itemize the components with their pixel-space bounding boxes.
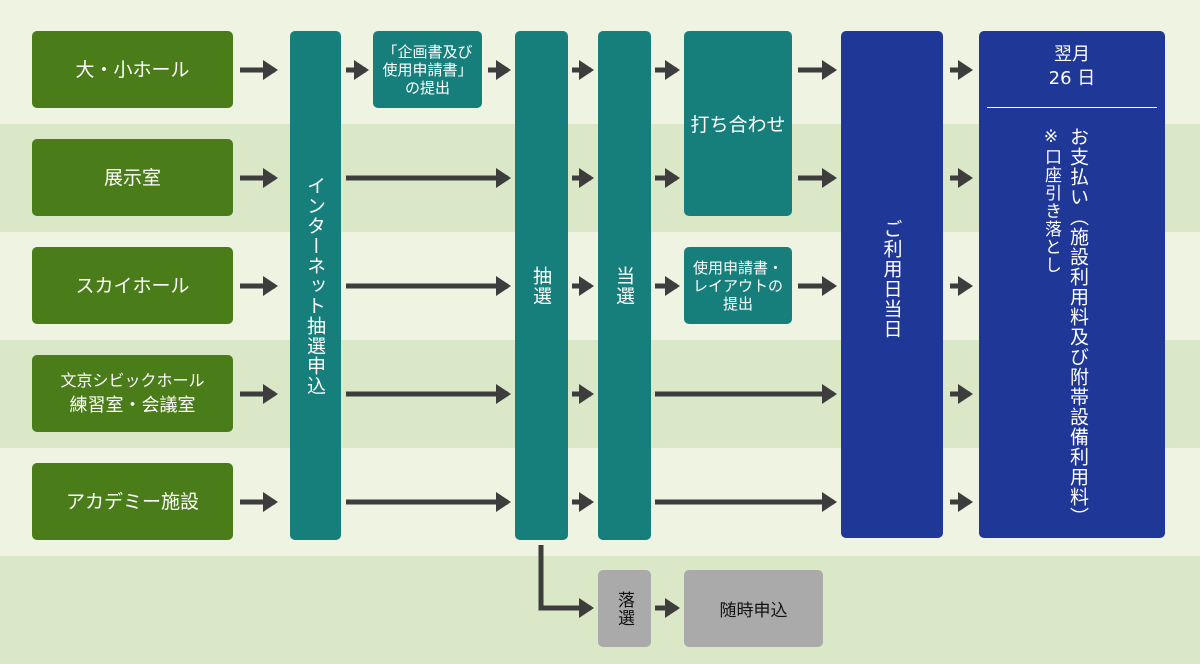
facility-label: 文京シビックホール: [60, 370, 205, 390]
facility-label: 練習室・会議室: [69, 394, 196, 416]
plan-doc-line: 「企画書及び: [382, 42, 473, 61]
plan-doc-line: 使用申請書」: [382, 60, 473, 79]
lost-label: 落選: [614, 590, 634, 627]
layout-doc-submission: 使用申請書・ レイアウトの 提出: [684, 247, 792, 324]
internet-lottery-apply: インターネット抽選申込: [290, 31, 341, 540]
internet-lottery-label: インターネット抽選申込: [304, 175, 326, 396]
lost: 落選: [598, 570, 651, 647]
facility-label: 展示室: [103, 166, 161, 189]
meeting: 打ち合わせ: [684, 31, 792, 216]
facility-sky-hall: スカイホール: [32, 247, 233, 324]
usage-day-label: ご利用日当日: [880, 219, 903, 339]
layout-doc-line: 提出: [722, 294, 753, 313]
layout-doc-line: 使用申請書・: [692, 258, 783, 277]
meeting-label: 打ち合わせ: [690, 114, 786, 136]
payment: 翌月 26 日 お支払い（施設利用料及び附帯設備利用料） ※口座引き落とし: [979, 31, 1165, 538]
winning-label: 当選: [613, 265, 635, 306]
payment-divider: [987, 107, 1157, 108]
walk-in-label: 随時申込: [719, 601, 788, 621]
facility-label: スカイホール: [75, 274, 190, 297]
winning: 当選: [598, 31, 651, 540]
payment-when: 翌月 26 日: [979, 43, 1165, 91]
lost-branch-arrow: [538, 545, 594, 618]
facility-label: アカデミー施設: [65, 490, 199, 513]
walk-in-apply: 随時申込: [684, 570, 823, 647]
lottery-label: 抽選: [530, 265, 552, 306]
plan-doc-line: の提出: [404, 78, 450, 97]
payment-when-month: 翌月: [1054, 44, 1090, 65]
facility-exhibition-room: 展示室: [32, 139, 233, 216]
facility-academy: アカデミー施設: [32, 463, 233, 540]
plan-doc-submission: 「企画書及び 使用申請書」 の提出: [373, 31, 482, 108]
facility-label: 大・小ホール: [75, 58, 190, 81]
payment-main: お支払い（施設利用料及び附帯設備利用料）: [1067, 127, 1089, 527]
facility-large-small-hall: 大・小ホール: [32, 31, 233, 108]
usage-day: ご利用日当日: [841, 31, 943, 538]
lottery: 抽選: [515, 31, 568, 540]
layout-doc-line: レイアウトの: [692, 276, 783, 295]
facility-civic-hall-rooms: 文京シビックホール 練習室・会議室: [32, 355, 233, 432]
payment-note: ※口座引き落とし: [1041, 127, 1061, 274]
payment-when-day: 26 日: [1048, 68, 1096, 89]
